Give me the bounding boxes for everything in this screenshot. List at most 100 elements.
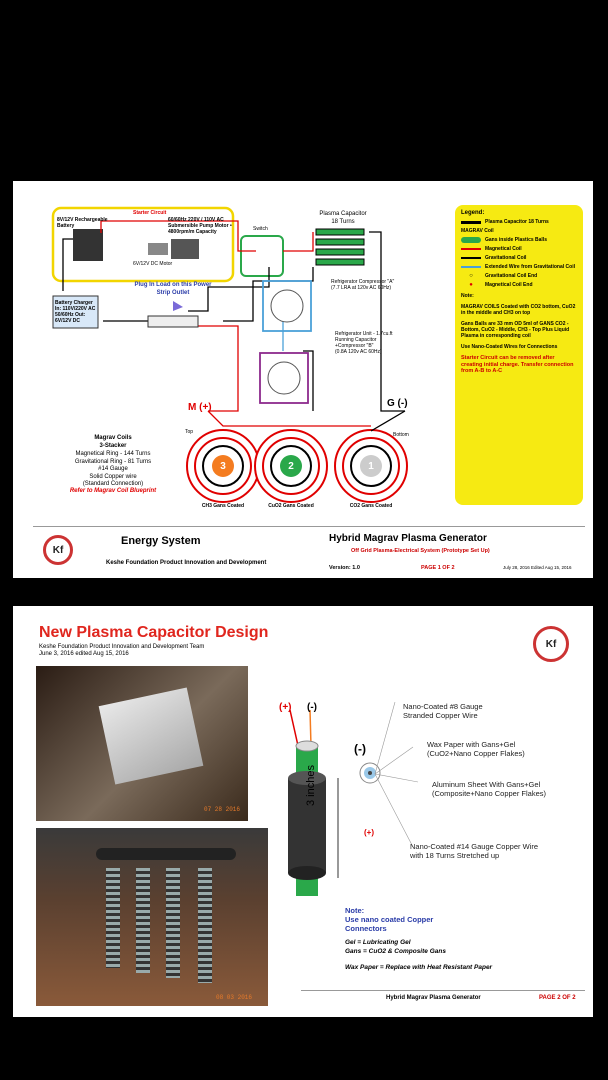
photo-2-date: 08 03 2016 xyxy=(216,994,253,1001)
legend-label: Plasma Capacitor 18 Turns xyxy=(485,219,549,225)
page-1-footer: Kf Energy System Keshe Foundation Produc… xyxy=(33,526,585,576)
photo-1-date: 07 28 2016 xyxy=(204,806,241,813)
page-2-title: New Plasma Capacitor Design xyxy=(39,624,269,641)
page-2-org: Keshe Foundation Product Innovation and … xyxy=(39,644,205,650)
ring-icon: ○ xyxy=(469,273,473,279)
minus-terminal-label: (-) xyxy=(307,702,317,713)
battery-label: 8V/12V Rechargeable Battery xyxy=(57,217,108,229)
footer-org: Keshe Foundation Product Innovation and … xyxy=(106,560,267,566)
capacitor-drawing xyxy=(288,709,381,896)
legend-item: Magnetical Coil xyxy=(461,246,577,252)
coil-number-2: 2 xyxy=(288,461,294,472)
coil-spring xyxy=(136,868,150,973)
coil-ball-3 xyxy=(360,455,382,477)
legend-label: Extended Wire from Gravitational Coil xyxy=(485,264,575,270)
coil-number-3: 3 xyxy=(220,461,226,472)
legend-note-2: Gans Balls are 33 mm OD 5ml of GANS CO2 … xyxy=(461,321,570,339)
label-wax-paper: Wax Paper with Gans+Gel (CuO2+Nano Coppe… xyxy=(427,740,525,758)
starter-circuit-label: Starter Circuit xyxy=(133,210,167,216)
legend-item: ○ Gravitational Coil End xyxy=(461,273,577,279)
legend-panel: Legend: Plasma Capacitor 18 Turns MAGRAV… xyxy=(455,205,583,505)
legend-label: Gravitational Coil xyxy=(485,255,527,261)
kf-logo: Kf xyxy=(533,626,569,662)
footer-version: Version: 1.0 xyxy=(329,565,360,571)
coil-caption-cuo2: CuO2 Gans Coated xyxy=(268,503,314,509)
legend-label: Gans inside Plastics Balls xyxy=(485,237,547,243)
legend-note-title: Note: xyxy=(461,293,474,299)
legend-swatch xyxy=(461,257,481,259)
page-2-date: June 3, 2016 edited Aug 15, 2016 xyxy=(39,651,129,657)
logo-text: Kf xyxy=(52,544,64,556)
schematic-page-1: Starter Circuit 8V/12V Rechargeable Batt… xyxy=(13,181,593,578)
label-copper-wire: Nano-Coated #14 Gauge Copper Wire with 1… xyxy=(410,842,538,860)
cross-minus-label: (-) xyxy=(354,742,366,756)
footer-date: July 28, 2016 Edited Aug 15, 2016 xyxy=(503,565,572,570)
label-aluminum-sheet: Aluminum Sheet With Gans+Gel (Composite+… xyxy=(432,780,547,798)
footer-title: Hybrid Magrav Plasma Generator xyxy=(329,533,487,544)
coil-spring xyxy=(106,868,120,968)
rack-top-bar xyxy=(96,848,236,860)
legend-label: MAGRAV Coil xyxy=(461,228,494,234)
legend-label: Gravitational Coil End xyxy=(485,273,538,279)
legend-swatch xyxy=(461,248,481,250)
coil-caption-co2: CO2 Gans Coated xyxy=(349,503,393,509)
footer-page: PAGE 1 OF 2 xyxy=(421,565,455,571)
plus-terminal-label: (+) xyxy=(279,702,292,713)
legend-title: Legend: xyxy=(461,210,485,216)
coils-reference: Refer to Magrav Coil Blueprint xyxy=(69,488,157,494)
definition-wax-paper: Wax Paper = Replace with Heat Resistant … xyxy=(345,964,493,971)
logo-text: Kf xyxy=(545,638,557,650)
definition-gel: Gel = Lubricating Gel xyxy=(345,939,411,946)
note-title: Note: xyxy=(345,906,365,915)
legend-label: Magnetical Coil xyxy=(485,246,522,252)
schematic-diagram xyxy=(51,206,408,503)
coil-ball-1 xyxy=(212,455,234,477)
kf-logo: Kf xyxy=(43,535,73,565)
switch-label: Switch xyxy=(253,226,268,232)
coil-caption-ch3: CH3 Gans Coated xyxy=(201,503,245,509)
dot-icon: ● xyxy=(469,282,473,288)
bottom-label: Bottom xyxy=(393,432,409,438)
legend-item: Extended Wire from Gravitational Coil xyxy=(461,264,577,270)
coils-title: Magrav Coils 3-Stacker xyxy=(94,435,132,449)
legend-item: Gans inside Plastics Balls xyxy=(461,237,577,243)
height-label: 3 inches xyxy=(305,765,317,806)
legend-item: Plasma Capacitor 18 Turns xyxy=(461,219,577,225)
page-2-footer-page: PAGE 2 OF 2 xyxy=(539,995,576,1001)
legend-item: ●Magnetical Coil End xyxy=(461,282,577,288)
coil-number-1: 1 xyxy=(368,461,374,472)
g-terminal-label: G (-) xyxy=(387,398,408,409)
label-stranded-wire: Nano-Coated #8 Gauge Stranded Copper Wir… xyxy=(403,702,483,720)
coil-ball-2 xyxy=(280,455,302,477)
photo-capacitor-assembly: 07 28 2016 xyxy=(36,666,248,821)
motor-label: 6V/12V DC Motor xyxy=(133,261,173,267)
legend-item: Gravitational Coil xyxy=(461,255,577,261)
wax-paper-sheet xyxy=(98,687,204,785)
coils-description: Magnetical Ring - 144 Turns Gravitationa… xyxy=(74,451,152,487)
page-2-footer-title: Hybrid Magrav Plasma Generator xyxy=(386,995,481,1001)
compressor-a-label: Refrigerator Compressor "A" (7.7 LRA at … xyxy=(331,279,395,291)
capacitor-design-page-2: New Plasma Capacitor Design Keshe Founda… xyxy=(13,606,593,1017)
note-body: Use nano coated Copper Connectors xyxy=(345,915,434,933)
legend-item: MAGRAV Coil xyxy=(461,228,577,234)
cross-plus-label: (+) xyxy=(364,828,374,837)
footer-section: Energy System xyxy=(121,535,201,547)
legend-swatch xyxy=(461,237,481,243)
pump-label: 60/60Hz 220V / 110V AC Submersible Pump … xyxy=(168,217,232,235)
leader-lines xyxy=(374,702,419,848)
legend-note-3: Use Nano-Coated Wires for Connections xyxy=(461,344,558,350)
m-terminal-label: M (+) xyxy=(188,402,212,413)
charger-label: Battery Charger In: 110V/220V AC 50/60Hz… xyxy=(55,300,96,324)
legend-starter-note: Starter Circuit can be removed after cre… xyxy=(461,355,574,375)
definition-gans: Gans = CuO2 & Composite Gans xyxy=(345,948,446,955)
plasma-capacitor-label: Plasma Capacitor 18 Turns xyxy=(319,211,367,225)
legend-swatch xyxy=(461,266,481,268)
plug-in-label: Plug In Load on this Power Strip Outlet xyxy=(134,282,212,296)
legend-swatch xyxy=(461,220,481,224)
coil-spring xyxy=(198,868,212,983)
compressor-b-label: Refrigerator Unit - 1.7cu.ft Running Cap… xyxy=(335,331,393,355)
legend-note-1: MAGRAV COILS Coated with CO2 bottom, CuO… xyxy=(461,304,576,316)
coil-spring xyxy=(166,868,180,978)
photo-coil-rack: 08 03 2016 xyxy=(36,828,268,1006)
footer-subtitle: Off Grid Plasma-Electrical System (Proto… xyxy=(351,548,490,554)
